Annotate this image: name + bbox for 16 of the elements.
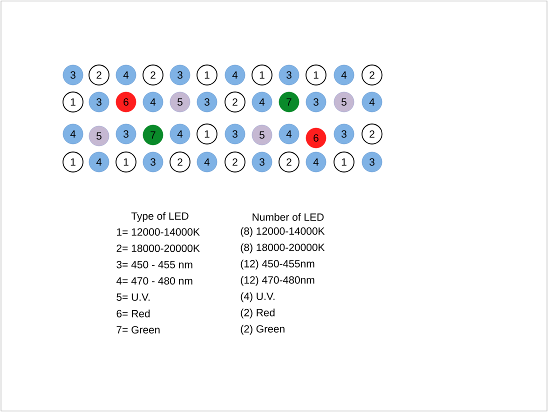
legend-text: 1= 12000-14000K [117, 228, 200, 236]
legend-text: 2= 18000-20000K [116, 244, 200, 252]
legend-text: (12) 450-455nm [240, 260, 314, 270]
legend-text: 5= U.V. [116, 294, 150, 301]
column-heading: Type of LED [131, 212, 188, 222]
legend-text: (12) 470-480nm [240, 276, 314, 286]
legend-text: (4) U.V. [240, 292, 274, 302]
legend-text: (2) Green [240, 324, 284, 335]
legend-text: 6= Red [116, 310, 150, 318]
legend-text: 3= 450 - 455 nm [116, 260, 192, 268]
column-heading: Number of LED [252, 213, 324, 221]
legend-text: (2) Red [240, 308, 275, 318]
legend-text: 4= 470 - 480 nm [116, 277, 192, 285]
legend-text: (8) 18000-20000K [240, 243, 325, 254]
legend-text: (8) 12000-14000K [240, 227, 325, 237]
legend-text: 7= Green [116, 326, 160, 334]
